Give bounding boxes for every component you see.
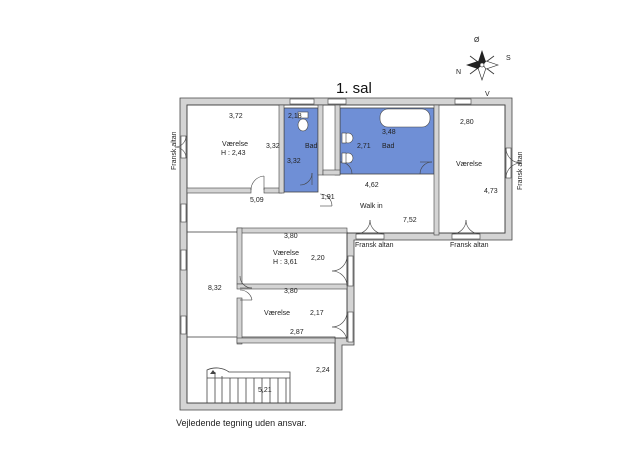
room4-name: Værelse	[264, 310, 290, 317]
room1-right-dim: 3,32	[266, 143, 280, 150]
room1-top-dim: 3,72	[229, 113, 243, 120]
room1-name: Værelse	[222, 141, 248, 148]
room4-top-dim: 3,80	[284, 288, 298, 295]
room2-right-dim: 4,73	[484, 188, 498, 195]
bath1-top-dim: 2,18	[288, 113, 302, 120]
bath1-left-dim: 3,32	[287, 158, 301, 165]
balcony-label-left: Fransk altan	[171, 131, 178, 170]
compass-east-label: Ø	[474, 37, 480, 44]
floor-title: 1. sal	[336, 80, 372, 97]
hall-bottom-dim: 5,21	[258, 387, 272, 394]
room1-height: H : 2,43	[221, 150, 246, 157]
walkin-bottom-dim: 7,52	[403, 217, 417, 224]
hall-area	[186, 336, 336, 404]
hall-right-dim: 2,24	[316, 367, 330, 374]
bath1-name: Bad	[305, 143, 318, 150]
balcony-label-walkin-2: Fransk altan	[450, 242, 489, 249]
bath2-left-dim: 2,71	[357, 143, 371, 150]
room4-right-dim: 2,17	[310, 310, 324, 317]
bath-fixtures	[297, 108, 431, 164]
balcony-label-walkin-1: Fransk altan	[355, 242, 394, 249]
compass-north-label: N	[456, 69, 461, 76]
staircase	[206, 367, 291, 403]
walkin-right-dim: 1,91	[321, 194, 335, 201]
room3-height: H : 3,61	[273, 259, 298, 266]
disclaimer-text: Vejledende tegning uden ansvar.	[176, 418, 307, 428]
room2-name: Værelse	[456, 161, 482, 168]
room4-bottom-dim: 2,87	[290, 329, 304, 336]
room3-top-dim: 3,80	[284, 233, 298, 240]
compass-rose-icon: N S Ø V	[456, 37, 511, 98]
windows	[180, 98, 512, 343]
room3-right-dim: 2,20	[311, 255, 325, 262]
bath2-top-dim: 3,48	[382, 129, 396, 136]
balcony-label-right: Fransk altan	[517, 151, 524, 190]
walkin-top-dim: 4,62	[365, 182, 379, 189]
interior-walls	[186, 104, 440, 345]
room2-top-dim: 2,80	[460, 119, 474, 126]
compass-west-label: V	[485, 91, 490, 98]
walkin-name: Walk in	[360, 203, 383, 210]
room1-bottom-dim: 5,09	[250, 197, 264, 204]
room3-name: Værelse	[273, 250, 299, 257]
compass-south-label: S	[506, 55, 511, 62]
bath2-name: Bad	[382, 143, 395, 150]
hall-left-dim: 8,32	[208, 285, 222, 292]
